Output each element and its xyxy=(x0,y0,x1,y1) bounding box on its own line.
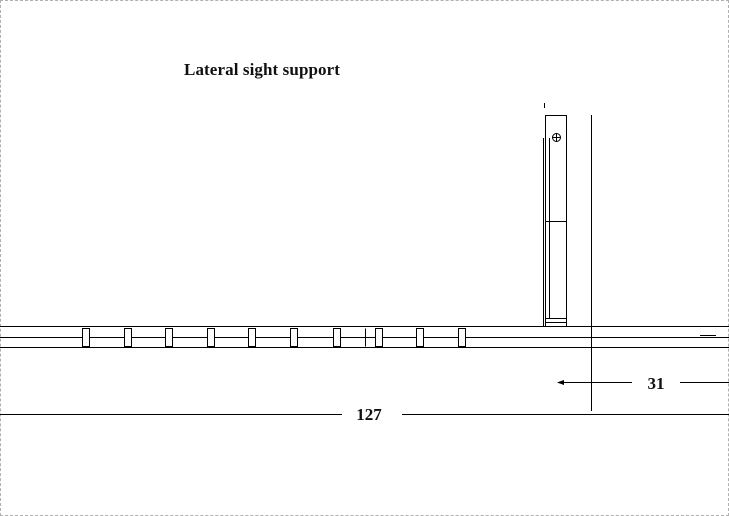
dimension-offset-label: 31 xyxy=(648,374,665,393)
crosshair-circle-icon xyxy=(552,133,561,142)
dimension-offset xyxy=(557,380,729,385)
vertical-support xyxy=(543,103,567,327)
rail-slot xyxy=(333,328,341,347)
drawing-title: Lateral sight support xyxy=(184,60,341,79)
rail-slot xyxy=(458,328,466,347)
rail-slot xyxy=(207,328,215,347)
right-edge-marks xyxy=(700,335,716,348)
rail-slot xyxy=(416,328,424,347)
rail-slot xyxy=(82,328,90,347)
rail-slot xyxy=(165,328,173,347)
rail-slots xyxy=(82,328,466,347)
dimension-overall-label: 127 xyxy=(356,405,382,424)
rail-slot xyxy=(375,328,383,347)
dimension-arrowhead xyxy=(557,380,564,385)
rail-slot xyxy=(290,328,298,347)
rail-slot xyxy=(248,328,256,347)
rail-slot xyxy=(124,328,132,347)
horizontal-rail xyxy=(0,326,729,348)
